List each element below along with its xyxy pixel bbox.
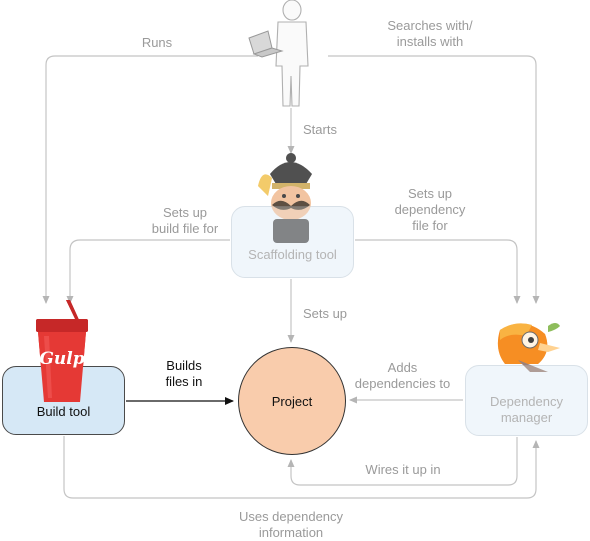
- edge-label-runs: Runs: [141, 35, 173, 50]
- build-tool-label: Build tool: [36, 404, 91, 419]
- edge-sets-up-dependency: [355, 239, 521, 304]
- dependency-manager-node: Dependency manager: [465, 365, 588, 436]
- dependency-manager-label: Dependency manager: [490, 393, 563, 425]
- edge-label-sets-up: Sets up: [302, 306, 348, 321]
- edge-label-starts: Starts: [303, 122, 337, 137]
- scaffolding-tool-label: Scaffolding tool: [248, 247, 337, 262]
- project-node: Project: [238, 347, 346, 455]
- scaffolding-tool-node: Scaffolding tool: [231, 206, 354, 278]
- edge-uses-dependency: [63, 436, 540, 499]
- laptop-icon: [248, 30, 284, 58]
- edge-label-wires-it-up: Wires it up in: [365, 462, 441, 477]
- project-label: Project: [271, 393, 313, 409]
- edge-wires-it-up: [287, 437, 518, 486]
- edge-searches-installs: [328, 55, 540, 304]
- edge-runs: [42, 55, 258, 304]
- edge-sets-up-build: [66, 239, 230, 304]
- user-figure-icon: [275, 0, 309, 107]
- build-tool-node: Build tool: [2, 366, 125, 435]
- edge-label-searches-installs: Searches with/installs with: [387, 18, 473, 49]
